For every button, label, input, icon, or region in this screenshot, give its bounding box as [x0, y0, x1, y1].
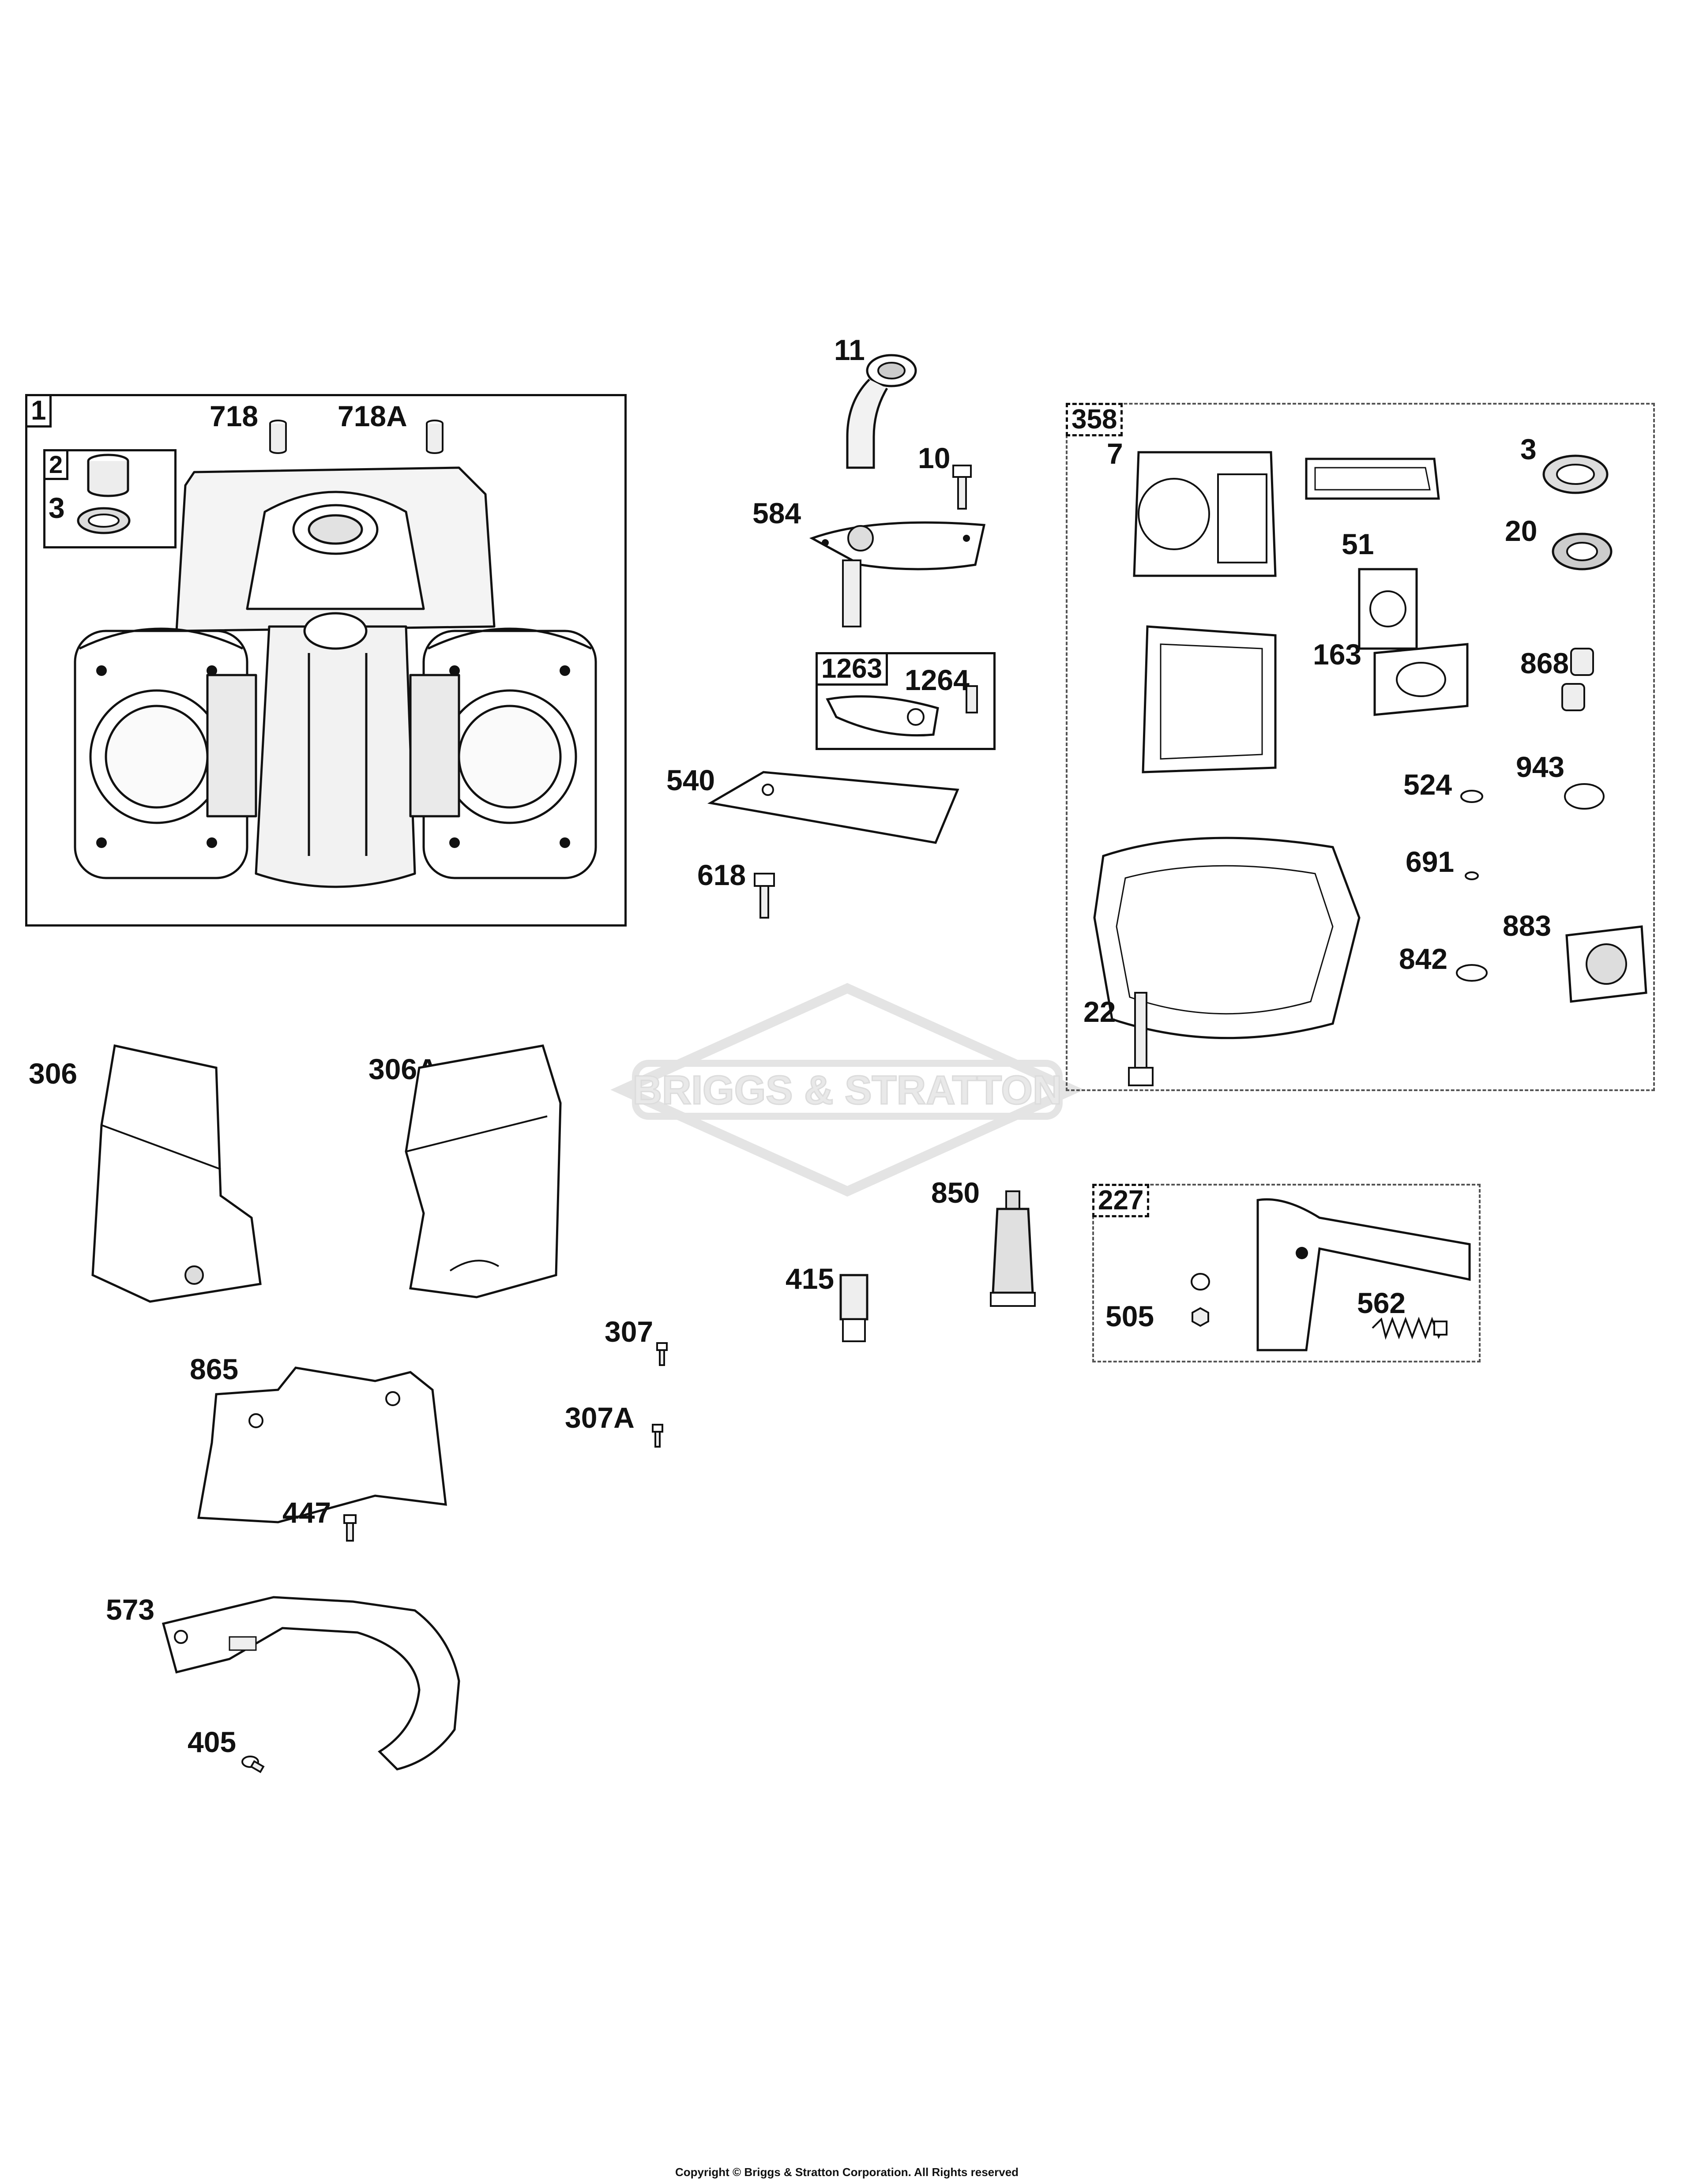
callout-505[interactable]: 505	[1105, 1300, 1154, 1332]
spring-562-part[interactable]	[1368, 1315, 1447, 1341]
group-1-number: 1	[25, 394, 52, 428]
callout-415[interactable]: 415	[786, 1262, 835, 1295]
shroud-573-part[interactable]	[150, 1584, 468, 1787]
callout-10[interactable]: 10	[918, 442, 951, 474]
callout-691[interactable]: 691	[1406, 845, 1455, 878]
watermark-text: BRIGGS & STRATTON	[633, 1068, 1062, 1113]
callout-562[interactable]: 562	[1357, 1287, 1406, 1319]
nut-505-part[interactable]	[1187, 1271, 1214, 1328]
callout-7[interactable]: 7	[1107, 437, 1123, 470]
callout-842[interactable]: 842	[1399, 942, 1448, 975]
screw-447-part[interactable]	[335, 1513, 362, 1544]
callout-405[interactable]: 405	[188, 1726, 237, 1758]
gasket-883-part[interactable]	[1558, 918, 1655, 1006]
callout-307A[interactable]: 307A	[565, 1401, 635, 1434]
callout-850[interactable]: 850	[931, 1176, 980, 1209]
gasket-842-part[interactable]	[1454, 962, 1489, 984]
callout-11[interactable]: 11	[834, 334, 865, 366]
head-gasket-part[interactable]	[1125, 435, 1284, 589]
group-2-number: 2	[43, 449, 69, 480]
gasket-51-part[interactable]	[1350, 560, 1425, 657]
callout-540[interactable]: 540	[666, 764, 715, 796]
callout-573[interactable]: 573	[106, 1593, 155, 1626]
gasket-163-part[interactable]	[1366, 640, 1476, 719]
callout-883[interactable]: 883	[1503, 909, 1552, 942]
group-2-frame	[43, 449, 177, 548]
callout-3-seal[interactable]: 3	[49, 492, 65, 524]
breather-tube-part[interactable]	[834, 349, 922, 481]
air-guide-306A-part[interactable]	[397, 1037, 574, 1306]
seal-ring-part[interactable]	[1540, 450, 1611, 499]
callout-306[interactable]: 306	[29, 1057, 78, 1090]
oring-524-part[interactable]	[1459, 788, 1485, 805]
air-guide-306-part[interactable]	[84, 1037, 265, 1310]
screw-307-part[interactable]	[655, 1341, 669, 1368]
callout-447[interactable]: 447	[282, 1496, 331, 1529]
oil-seal-part[interactable]	[75, 503, 132, 538]
crankcase-gasket-part[interactable]	[1086, 829, 1372, 1050]
group-1-frame	[25, 394, 627, 927]
breather-plate-part[interactable]	[808, 512, 993, 631]
plug-415-part[interactable]	[834, 1271, 874, 1346]
oring-943-part[interactable]	[1562, 781, 1606, 812]
dowel-pin-718A[interactable]	[424, 419, 446, 454]
group-1263-number: 1263	[816, 652, 888, 686]
dowel-pin-718[interactable]	[267, 419, 289, 454]
callout-163[interactable]: 163	[1313, 638, 1362, 671]
screw-618-part[interactable]	[752, 871, 779, 920]
cylinder-block-drawing[interactable]	[62, 441, 609, 913]
oil-seal-20-part[interactable]	[1549, 527, 1615, 576]
breather-gasket-part[interactable]	[706, 763, 962, 847]
callout-943[interactable]: 943	[1516, 751, 1565, 783]
screw-10-part[interactable]	[951, 463, 973, 512]
group-358-number: 358	[1066, 403, 1123, 436]
callout-20[interactable]: 20	[1505, 514, 1538, 547]
group-227-number: 227	[1092, 1184, 1150, 1217]
group-1263-frame	[816, 652, 996, 750]
breather-reed-part[interactable]	[823, 685, 991, 748]
callout-524[interactable]: 524	[1403, 768, 1452, 801]
valve-seal-868-part[interactable]	[1558, 644, 1598, 719]
screw-405-part[interactable]	[241, 1754, 267, 1780]
cover-gasket-part[interactable]	[1134, 618, 1289, 781]
bolt-22-part[interactable]	[1125, 988, 1156, 1090]
callout-51[interactable]: 51	[1342, 528, 1374, 560]
valve-cover-gasket-part[interactable]	[1302, 450, 1443, 507]
callout-307[interactable]: 307	[605, 1315, 654, 1348]
group-358-frame	[1066, 403, 1655, 1091]
callout-718A[interactable]: 718A	[338, 400, 407, 432]
callout-865[interactable]: 865	[190, 1353, 239, 1385]
sealant-tube-part[interactable]	[980, 1187, 1046, 1310]
bracket-227-part[interactable]	[1231, 1191, 1478, 1359]
callout-584[interactable]: 584	[752, 497, 801, 529]
screw-307A-part[interactable]	[651, 1423, 664, 1449]
group-227-frame	[1092, 1184, 1481, 1362]
callout-22[interactable]: 22	[1083, 995, 1116, 1028]
callout-1264[interactable]: 1264	[905, 664, 970, 696]
callout-618[interactable]: 618	[697, 859, 746, 891]
briggs-stratton-watermark: BRIGGS & STRATTON	[610, 983, 1084, 1197]
oring-691-part[interactable]	[1463, 869, 1481, 882]
shield-865-part[interactable]	[190, 1363, 455, 1531]
callout-868[interactable]: 868	[1520, 647, 1569, 679]
callout-718[interactable]: 718	[210, 400, 259, 432]
bushing-part[interactable]	[84, 452, 132, 501]
copyright-notice: Copyright © Briggs & Stratton Corporatio…	[675, 2165, 1019, 2179]
callout-3-gasket[interactable]: 3	[1520, 433, 1537, 465]
